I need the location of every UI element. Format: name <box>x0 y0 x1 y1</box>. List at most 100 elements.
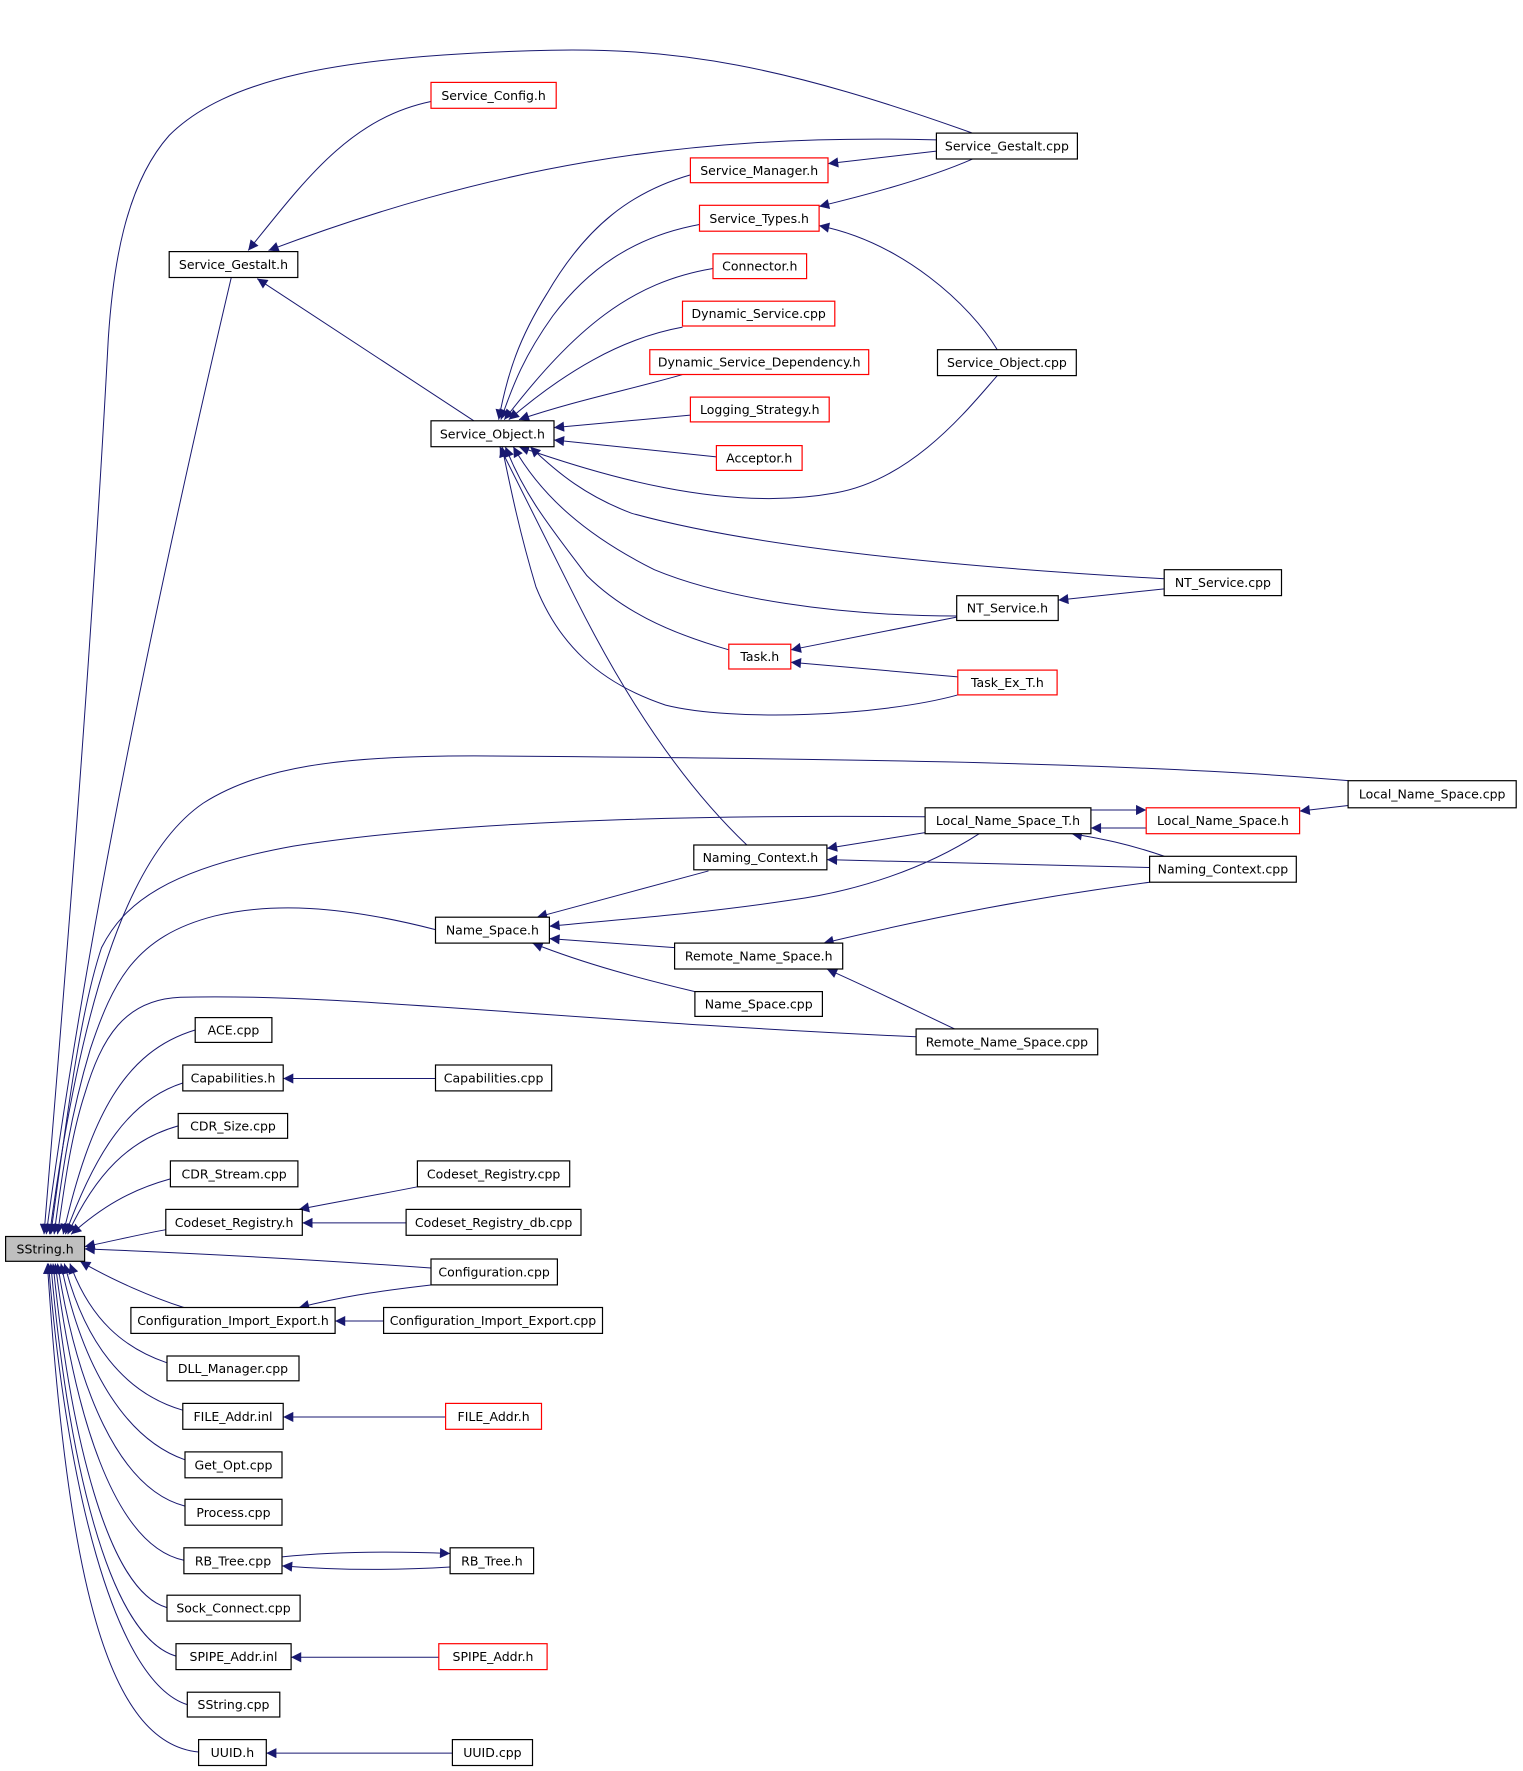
node-configuration-cpp[interactable]: Configuration.cpp <box>430 1258 559 1286</box>
node-box <box>438 1643 548 1671</box>
edge-arrow <box>1058 589 1164 605</box>
node-capabilities-h[interactable]: Capabilities.h <box>182 1064 284 1092</box>
node-rb-tree-cpp[interactable]: RB_Tree.cpp <box>183 1547 283 1575</box>
node-box <box>416 1160 571 1188</box>
node-cdr-stream-cpp[interactable]: CDR_Stream.cpp <box>169 1160 299 1188</box>
node-box <box>1347 780 1517 809</box>
edge-acceptor_h-to-service_object_h <box>554 435 716 457</box>
node-label: FILE_Addr.inl <box>193 1409 272 1424</box>
edge-arrow <box>530 447 1164 579</box>
node-box <box>130 1306 336 1334</box>
node-label: Sock_Connect.cpp <box>176 1601 290 1616</box>
node-label: UUID.cpp <box>463 1745 521 1760</box>
node-dynamic-service-dependency-h[interactable]: Dynamic_Service_Dependency.h <box>649 349 870 376</box>
edge-arrow <box>499 447 958 715</box>
node-logging-strategy-h[interactable]: Logging_Strategy.h <box>689 396 830 423</box>
edge-arrow <box>827 854 1150 868</box>
node-acceptor-h[interactable]: Acceptor.h <box>715 445 803 472</box>
edge-service_gestalt_h-to-sstring_h <box>42 278 231 1235</box>
edge-dynamic_service_cpp-to-service_object_h <box>509 327 683 420</box>
node-service-manager-h[interactable]: Service_Manager.h <box>689 157 829 184</box>
node-file-addr-inl[interactable]: FILE_Addr.inl <box>182 1402 284 1430</box>
node-sstring-cpp[interactable]: SString.cpp <box>186 1691 281 1718</box>
node-codeset-registry-h[interactable]: Codeset_Registry.h <box>165 1208 303 1236</box>
node-naming-context-cpp[interactable]: Naming_Context.cpp <box>1148 855 1297 883</box>
edge-uuid_h-to-sstring_h <box>42 1264 198 1752</box>
edge-service_types_h-to-service_object_h <box>499 225 700 420</box>
node-codeset-registry-cpp[interactable]: Codeset_Registry.cpp <box>416 1160 571 1188</box>
node-task-h[interactable]: Task.h <box>728 643 792 670</box>
node-service-config-h[interactable]: Service_Config.h <box>430 81 557 109</box>
node-local-name-space-h[interactable]: Local_Name_Space.h <box>1145 807 1301 835</box>
edge-local_name_space_t_h-to-sstring_h <box>47 816 925 1234</box>
node-file-addr-h[interactable]: FILE_Addr.h <box>445 1402 543 1430</box>
node-box <box>430 81 557 109</box>
node-label: Configuration_Import_Export.h <box>137 1313 329 1328</box>
edge-arrow <box>48 1264 167 1608</box>
edge-cdr_size_cpp-to-sstring_h <box>68 1126 179 1234</box>
edge-codeset_registry_cpp-to-codeset_registry_h <box>299 1187 417 1213</box>
edge-arrow <box>54 1264 185 1507</box>
node-box <box>184 1451 283 1479</box>
node-local-name-space-t-h[interactable]: Local_Name_Space_T.h <box>924 807 1092 835</box>
edge-arrow <box>47 816 925 1234</box>
node-dynamic-service-cpp[interactable]: Dynamic_Service.cpp <box>681 300 836 327</box>
node-task-ex-t-h[interactable]: Task_Ex_T.h <box>957 669 1058 696</box>
node-box <box>165 1208 303 1236</box>
edge-service_object_h-to-service_gestalt_h <box>257 279 474 421</box>
node-name-space-cpp[interactable]: Name_Space.cpp <box>694 990 824 1017</box>
node-sock-connect-cpp[interactable]: Sock_Connect.cpp <box>166 1594 301 1622</box>
node-cdr-size-cpp[interactable]: CDR_Size.cpp <box>177 1112 289 1139</box>
node-dll-manager-cpp[interactable]: DLL_Manager.cpp <box>166 1355 300 1382</box>
edge-arrow <box>554 415 691 432</box>
edge-configuration_cpp-to-sstring_h <box>85 1244 431 1268</box>
node-configuration-import-export-cpp[interactable]: Configuration_Import_Export.cpp <box>383 1306 604 1334</box>
edge-nt_service_cpp-to-service_object_h <box>530 447 1164 579</box>
node-service-object-h[interactable]: Service_Object.h <box>430 420 555 448</box>
node-service-types-h[interactable]: Service_Types.h <box>698 204 820 232</box>
node-uuid-cpp[interactable]: UUID.cpp <box>451 1738 534 1767</box>
node-get-opt-cpp[interactable]: Get_Opt.cpp <box>184 1451 283 1479</box>
node-codeset-registry-db-cpp[interactable]: Codeset_Registry_db.cpp <box>405 1208 582 1236</box>
edge-arrow <box>504 268 713 419</box>
edge-arrow <box>53 997 917 1234</box>
node-process-cpp[interactable]: Process.cpp <box>184 1498 283 1526</box>
edge-file_addr_inl-to-sstring_h <box>61 1264 182 1411</box>
node-label: Naming_Context.h <box>703 850 819 865</box>
node-spipe-addr-inl[interactable]: SPIPE_Addr.inl <box>175 1643 292 1671</box>
node-name-space-h[interactable]: Name_Space.h <box>434 916 551 944</box>
edge-capabilities_h-to-sstring_h <box>64 1083 182 1234</box>
node-configuration-import-export-h[interactable]: Configuration_Import_Export.h <box>130 1306 336 1334</box>
node-capabilities-cpp[interactable]: Capabilities.cpp <box>434 1064 553 1092</box>
edge-naming_context_h-to-service_object_h <box>500 447 747 845</box>
node-label: Codeset_Registry.cpp <box>427 1166 561 1181</box>
node-spipe-addr-h[interactable]: SPIPE_Addr.h <box>438 1643 548 1671</box>
edge-arrow <box>1072 830 1165 857</box>
node-box <box>694 990 824 1017</box>
edge-arrow <box>299 1285 431 1310</box>
node-rb-tree-h[interactable]: RB_Tree.h <box>449 1547 535 1575</box>
edge-arrow <box>57 1264 185 1460</box>
node-local-name-space-cpp[interactable]: Local_Name_Space.cpp <box>1347 780 1517 809</box>
node-nt-service-cpp[interactable]: NT_Service.cpp <box>1163 569 1283 597</box>
node-service-gestalt-cpp[interactable]: Service_Gestalt.cpp <box>935 132 1079 160</box>
node-connector-h[interactable]: Connector.h <box>712 253 808 280</box>
node-naming-context-h[interactable]: Naming_Context.h <box>693 844 828 871</box>
edge-arrow <box>791 617 957 653</box>
node-box <box>693 844 828 871</box>
edge-arrow <box>828 151 936 168</box>
edge-layer <box>39 50 1348 1759</box>
node-remote-name-space-cpp[interactable]: Remote_Name_Space.cpp <box>915 1028 1099 1056</box>
node-uuid-h[interactable]: UUID.h <box>198 1738 267 1767</box>
edge-get_opt_cpp-to-sstring_h <box>57 1264 185 1460</box>
node-label: SPIPE_Addr.h <box>453 1649 534 1664</box>
node-label: SString.h <box>17 1241 74 1256</box>
node-service-object-cpp[interactable]: Service_Object.cpp <box>936 349 1077 377</box>
edge-remote_name_space_h-to-name_space_h <box>549 934 674 948</box>
node-service-gestalt-h[interactable]: Service_Gestalt.h <box>168 251 299 279</box>
node-remote-name-space-h[interactable]: Remote_Name_Space.h <box>673 942 844 970</box>
node-nt-service-h[interactable]: NT_Service.h <box>956 595 1059 622</box>
node-ace-cpp[interactable]: ACE.cpp <box>194 1016 273 1043</box>
edge-connector_h-to-service_object_h <box>504 268 713 419</box>
